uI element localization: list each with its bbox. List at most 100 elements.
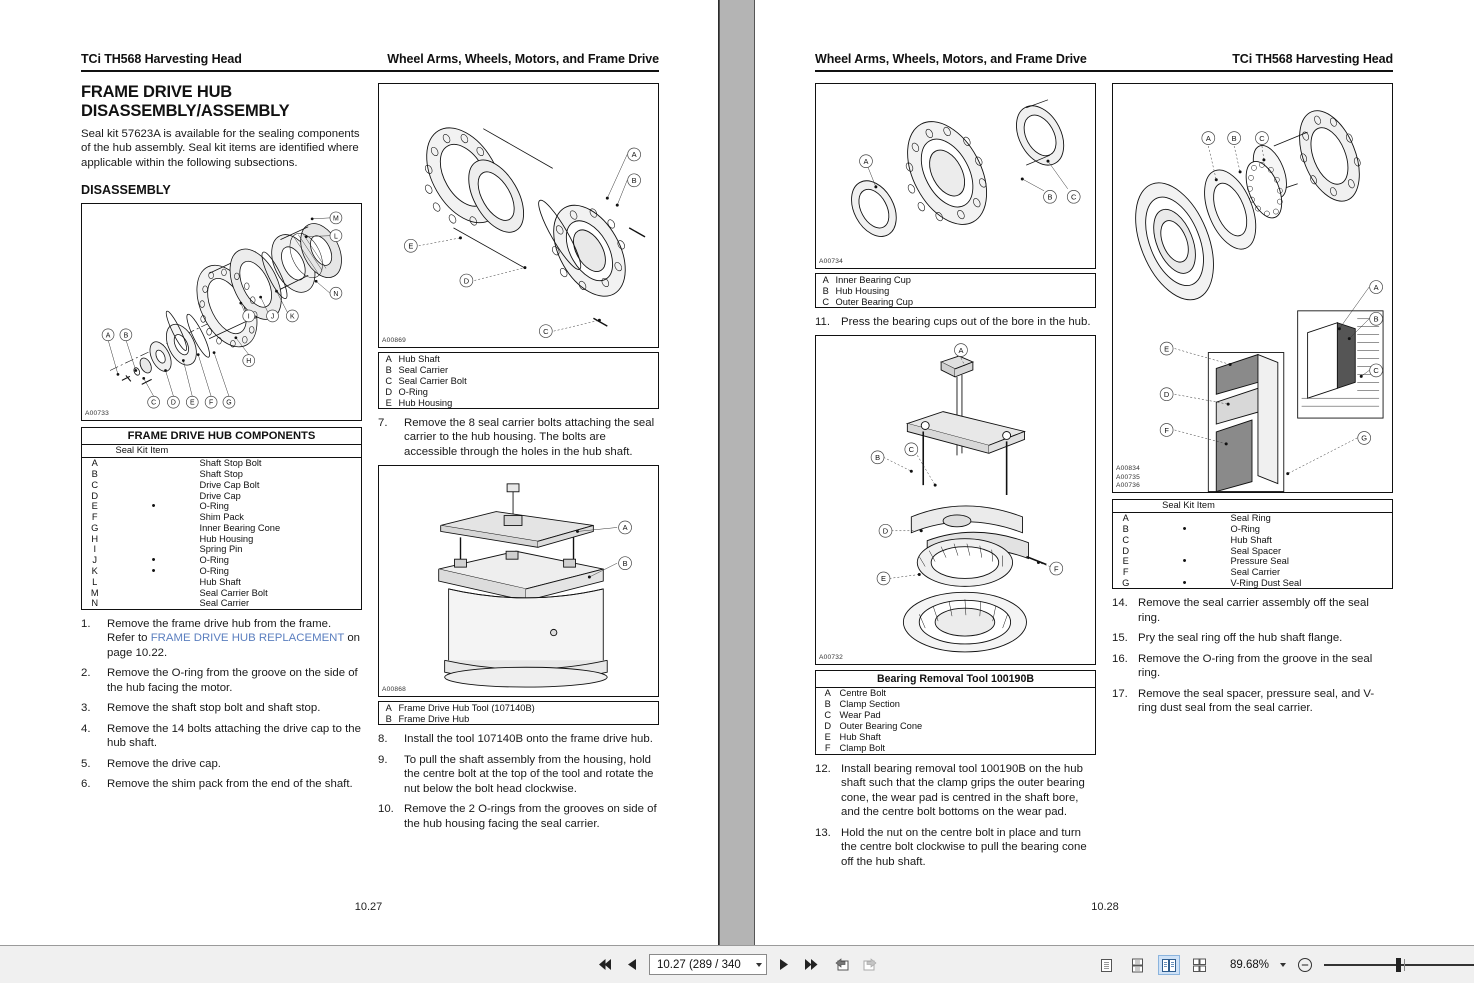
table-row: E•O-Ring bbox=[82, 501, 362, 512]
step-item: 1.Remove the frame drive hub from the fr… bbox=[81, 617, 362, 660]
legend-key: C bbox=[822, 296, 830, 307]
previous-page-button[interactable] bbox=[622, 955, 642, 975]
zoom-out-button[interactable] bbox=[1295, 955, 1315, 975]
zoom-chevron-down-icon[interactable] bbox=[1280, 963, 1286, 967]
step-number: 11. bbox=[815, 316, 830, 328]
viewer-toolbar: 10.27 (289 / 340 bbox=[0, 945, 1474, 983]
svg-text:D: D bbox=[1164, 390, 1170, 399]
step-item: 5.Remove the drive cap. bbox=[81, 757, 362, 771]
frame-drive-hub-components-table: FRAME DRIVE HUB COMPONENTS Seal Kit Item… bbox=[81, 427, 362, 610]
seal-kit-marker bbox=[1139, 512, 1231, 523]
steps-list-12-13: 12.Install bearing removal tool 100190B … bbox=[815, 762, 1096, 869]
step-text: Remove the drive cap. bbox=[107, 757, 221, 770]
legend-key: B bbox=[822, 285, 829, 296]
zoom-level-value: 89.68% bbox=[1229, 959, 1269, 971]
step-number: 17. bbox=[1112, 687, 1128, 700]
running-head-right: Wheel Arms, Wheels, Motors, and Frame Dr… bbox=[387, 52, 659, 66]
legend-name: Seal Carrier Bolt bbox=[398, 375, 467, 386]
seal-kit-col-key bbox=[1112, 499, 1139, 513]
seal-kit-name: Pressure Seal bbox=[1230, 556, 1289, 567]
component-name: O-Ring bbox=[199, 501, 229, 512]
figure-ids-seal-assembly: A00834 A00735 A00736 bbox=[1116, 465, 1140, 490]
component-key: N bbox=[91, 598, 99, 609]
legend-key: A bbox=[822, 274, 829, 285]
next-page-button[interactable] bbox=[774, 955, 794, 975]
last-page-button[interactable] bbox=[801, 955, 821, 975]
svg-text:E: E bbox=[408, 242, 413, 251]
seal-kit-key: A bbox=[1122, 513, 1129, 524]
cross-reference-link[interactable]: FRAME DRIVE HUB REPLACEMENT bbox=[150, 632, 345, 645]
table-row: E•Pressure Seal bbox=[1113, 556, 1393, 567]
component-name: Shim Pack bbox=[199, 512, 244, 523]
legend-key: B bbox=[385, 713, 392, 724]
first-page-button[interactable] bbox=[595, 955, 615, 975]
component-kit-marker bbox=[108, 533, 200, 544]
steps-list-8-10: 8.Install the tool 107140B onto the fram… bbox=[378, 732, 659, 831]
two-page-view-button[interactable] bbox=[1157, 955, 1180, 975]
component-kit-marker: • bbox=[151, 564, 156, 577]
step-item: 14.Remove the seal carrier assembly off … bbox=[1112, 596, 1393, 625]
single-page-view-button[interactable] bbox=[1096, 955, 1118, 975]
running-head-left: TCi TH568 Harvesting Head bbox=[81, 52, 242, 66]
last-page-icon bbox=[804, 959, 817, 970]
seal-kit-col-kit-header: Seal Kit Item bbox=[1138, 499, 1231, 513]
svg-text:F: F bbox=[1164, 426, 1169, 435]
svg-text:E: E bbox=[190, 400, 195, 407]
bearing-removal-tool-drawing: AB CD EF bbox=[870, 343, 1064, 653]
tool-table-title: Bearing Removal Tool 100190B bbox=[815, 670, 1096, 688]
step-text: Remove the shim pack from the end of the… bbox=[107, 778, 353, 791]
zoom-slider-thumb[interactable] bbox=[1396, 958, 1401, 972]
step-item: 9.To pull the shaft assembly from the ho… bbox=[378, 753, 659, 796]
component-kit-marker bbox=[108, 479, 200, 490]
left-page-column-1: FRAME DRIVE HUB DISASSEMBLY/ASSEMBLY Sea… bbox=[81, 83, 362, 837]
step-text: Pry the seal ring off the hub shaft flan… bbox=[1138, 632, 1343, 645]
step-number: 14. bbox=[1112, 597, 1128, 610]
component-key: E bbox=[91, 501, 98, 512]
figure-id-1: A00735 bbox=[1116, 473, 1140, 481]
step-number: 3. bbox=[81, 702, 91, 715]
chevron-down-icon[interactable] bbox=[756, 962, 762, 967]
page-number-value: 10.27 (289 / 340 bbox=[657, 958, 741, 971]
component-key: B bbox=[91, 468, 98, 479]
tool-name: Clamp Bolt bbox=[839, 743, 885, 754]
two-page-continuous-view-button[interactable] bbox=[1189, 955, 1211, 975]
step-text: Hold the nut on the centre bolt in place… bbox=[841, 826, 1087, 868]
svg-text:C: C bbox=[1373, 366, 1379, 375]
go-back-navigation-button[interactable] bbox=[832, 955, 852, 975]
minus-circle-icon bbox=[1298, 958, 1312, 972]
seal-kit-col-name bbox=[1230, 499, 1393, 513]
components-table-title: FRAME DRIVE HUB COMPONENTS bbox=[81, 427, 362, 445]
legend-name: Frame Drive Hub bbox=[398, 713, 470, 724]
component-name: O-Ring bbox=[199, 565, 229, 576]
figure-id-2: A00736 bbox=[1116, 481, 1140, 489]
figure-id-a00732: A00732 bbox=[819, 654, 843, 662]
svg-text:F: F bbox=[1054, 565, 1059, 574]
component-kit-marker bbox=[108, 512, 200, 523]
svg-text:D: D bbox=[464, 276, 470, 285]
continuous-view-button[interactable] bbox=[1127, 955, 1149, 975]
page-number-input[interactable]: 10.27 (289 / 340 bbox=[649, 954, 767, 975]
tool-key: A bbox=[824, 688, 831, 699]
running-head-right-page: Wheel Arms, Wheels, Motors, and Frame Dr… bbox=[815, 52, 1393, 72]
go-forward-navigation-button[interactable] bbox=[859, 955, 879, 975]
svg-text:E: E bbox=[881, 575, 886, 584]
subsection-title-disassembly: DISASSEMBLY bbox=[81, 183, 171, 198]
step-number: 12. bbox=[815, 762, 831, 775]
zoom-slider[interactable] bbox=[1324, 955, 1474, 975]
step-item: 10.Remove the 2 O-rings from the grooves… bbox=[378, 802, 659, 831]
previous-view-icon bbox=[834, 958, 848, 971]
